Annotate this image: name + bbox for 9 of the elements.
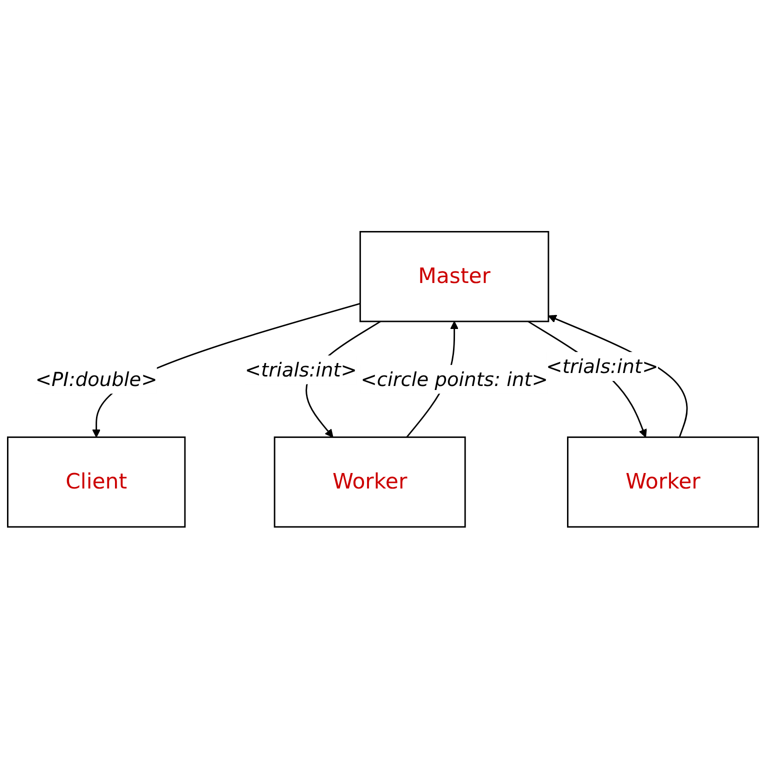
edge-label: <trials:int>	[244, 358, 357, 382]
node-box: Client	[7, 436, 186, 528]
edge-label: <circle points: int>	[360, 368, 548, 392]
node-box: Worker	[567, 436, 759, 528]
edge-label: <trials:int>	[546, 355, 658, 378]
edge-label: <PI:double>	[35, 368, 158, 392]
node-box: Worker	[274, 436, 466, 528]
arrow	[92, 303, 360, 438]
node-box: Master	[359, 231, 550, 322]
